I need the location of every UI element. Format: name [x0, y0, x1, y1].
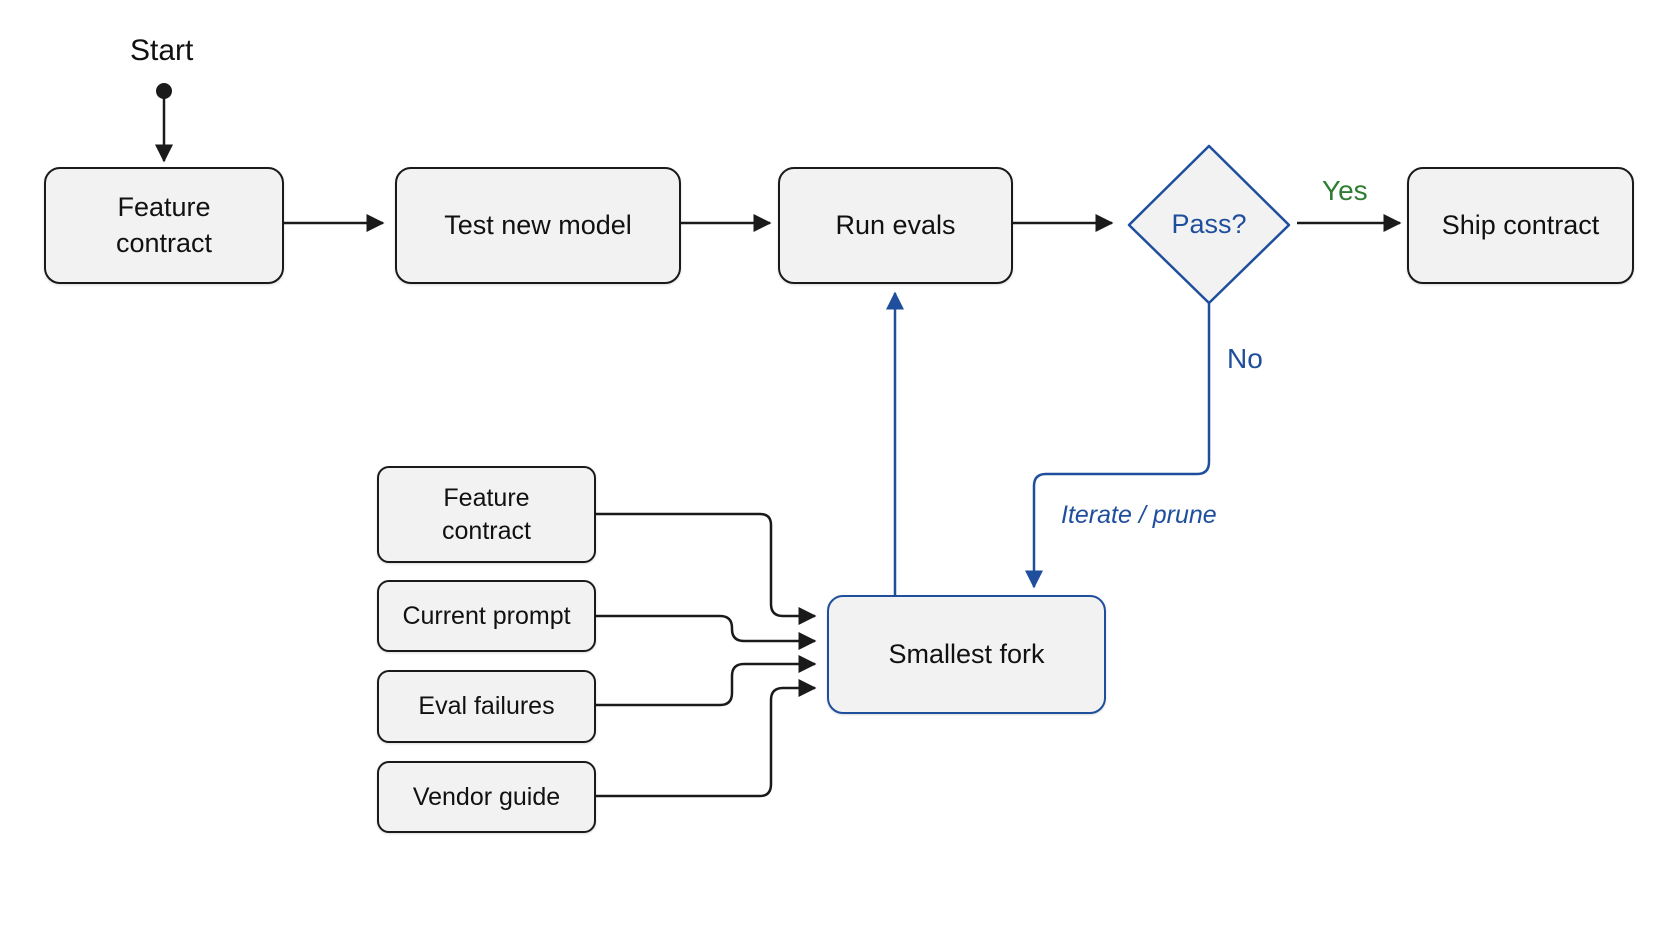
vendor-guide-node: Vendor guide	[377, 761, 596, 833]
smallest-fork-node: Smallest fork	[827, 595, 1106, 714]
test-new-model-node: Test new model	[395, 167, 681, 284]
iterate-prune-label: Iterate / prune	[1061, 501, 1217, 529]
feature-contract-input-node: Feature contract	[377, 466, 596, 563]
no-label: No	[1227, 343, 1263, 374]
start-dot	[156, 83, 172, 99]
arrow-current-prompt-to-smallest-fork	[596, 614, 817, 650]
arrow-vendor-guide-to-smallest-fork	[596, 679, 817, 798]
start-label: Start	[130, 34, 194, 67]
pass-decision-label: Pass?	[1171, 209, 1247, 239]
run-evals-node: Run evals	[778, 167, 1013, 284]
arrow-pass-no-to-smallest-fork	[1025, 303, 1211, 589]
feature-contract-node: Feature contract	[44, 167, 284, 284]
ship-contract-node: Ship contract	[1407, 167, 1634, 284]
yes-label: Yes	[1322, 175, 1368, 206]
current-prompt-node: Current prompt	[377, 580, 596, 652]
eval-failures-node: Eval failures	[377, 670, 596, 743]
arrow-eval-failures-to-smallest-fork	[596, 655, 817, 707]
arrow-feature-contract-input-to-smallest-fork	[596, 512, 817, 625]
